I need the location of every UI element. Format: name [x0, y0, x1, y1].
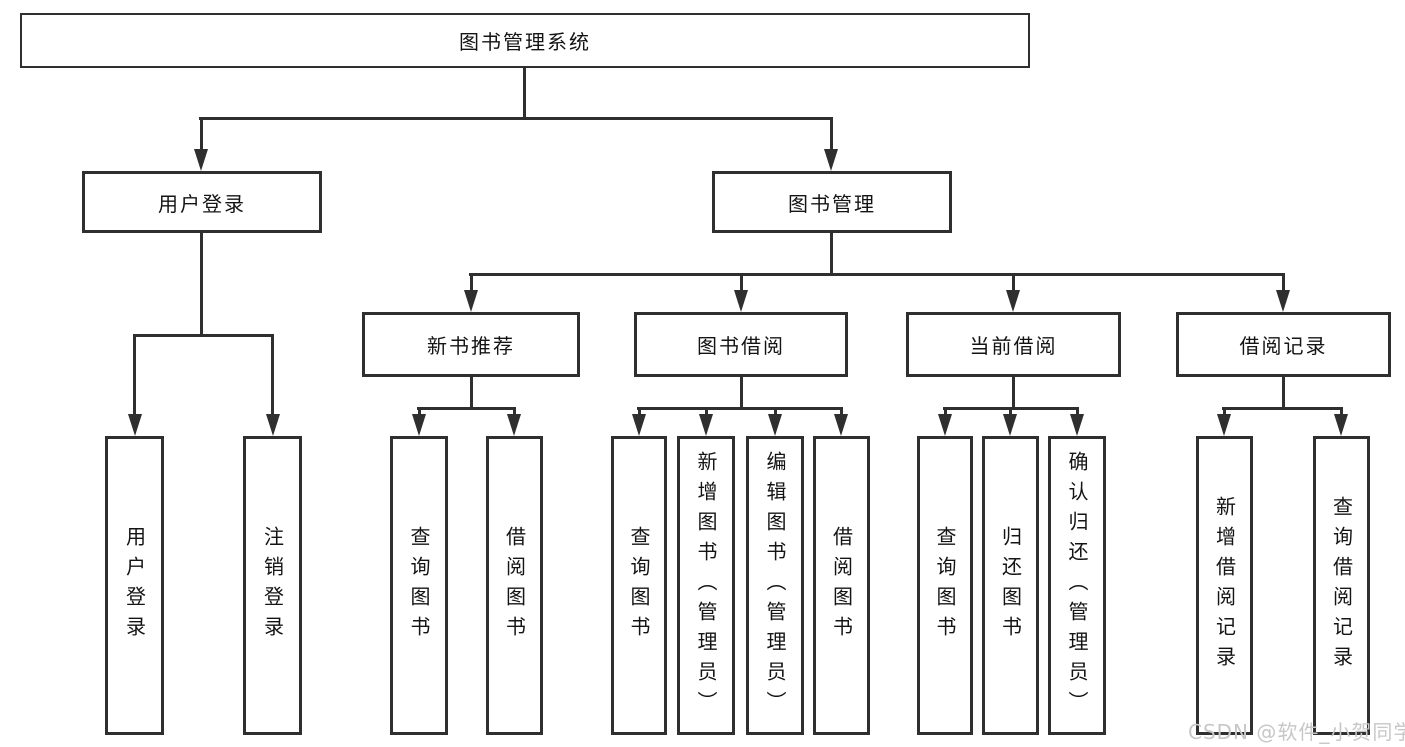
leaf-user-login: 用户登录 — [105, 436, 164, 735]
connector-leaf — [638, 407, 641, 418]
connector-leaf — [944, 407, 947, 418]
arrowhead-new-book — [464, 290, 478, 312]
connector-leaf — [840, 407, 843, 418]
node-current-borrow: 当前借阅 — [906, 312, 1121, 377]
connector-user-login-rail — [133, 334, 274, 337]
node-borrow-record: 借阅记录 — [1176, 312, 1391, 377]
node-book-borrow: 图书借阅 — [634, 312, 848, 377]
arrowhead-leaf — [1217, 414, 1231, 436]
arrowhead-leaf — [768, 414, 782, 436]
connector-book-borrow-rail — [637, 407, 842, 410]
leaf-add-borrow-record: 新增借阅记录 — [1196, 436, 1253, 735]
leaf-borrow-books: 借阅图书 — [813, 436, 870, 735]
connector-leaf — [1223, 407, 1226, 418]
arrowhead-borrow-record — [1276, 290, 1290, 312]
arrowhead-book-mgmt — [824, 149, 838, 171]
arrowhead-leaf — [1070, 414, 1084, 436]
arrowhead-current-borrow — [1006, 290, 1020, 312]
arrowhead-book-borrow — [734, 290, 748, 312]
leaf-confirm-return-admin: 确认归还（管理员） — [1048, 436, 1106, 735]
connector-to-book-borrow — [740, 273, 743, 294]
connector-to-new-book — [470, 273, 473, 294]
leaf-query-books-current: 查询图书 — [917, 436, 973, 735]
connector-leaf — [774, 407, 777, 418]
connector-book-borrow-stem — [740, 377, 743, 410]
connector-borrow-record-stem — [1282, 377, 1285, 410]
connector-leaf — [513, 407, 516, 418]
leaf-query-books-newrec: 查询图书 — [390, 436, 448, 735]
node-book-mgmt: 图书管理 — [712, 171, 952, 233]
node-root: 图书管理系统 — [20, 13, 1030, 68]
connector-user-login-stem — [200, 233, 203, 337]
connector-leaf — [1076, 407, 1079, 418]
leaf-return-book: 归还图书 — [982, 436, 1039, 735]
connector-to-current-borrow — [1012, 273, 1015, 294]
connector-current-borrow-stem — [1012, 377, 1015, 410]
leaf-edit-book-admin: 编辑图书（管理员） — [746, 436, 804, 735]
csdn-watermark: CSDN @软件_小贺同学 — [1188, 720, 1405, 744]
arrowhead-leaf — [507, 414, 521, 436]
connector-leaf — [705, 407, 708, 418]
connector-to-leaf-logout — [271, 334, 274, 418]
arrowhead-user-login — [194, 149, 208, 171]
node-new-book-rec: 新书推荐 — [362, 312, 580, 377]
connector-to-user-login — [200, 117, 203, 152]
connector-to-book-mgmt — [830, 117, 833, 152]
connector-borrow-record-rail — [1222, 407, 1343, 410]
leaf-query-books-borrow: 查询图书 — [611, 436, 667, 735]
connector-new-book-stem — [470, 377, 473, 410]
arrowhead-leaf — [632, 414, 646, 436]
arrowhead-leaf — [699, 414, 713, 436]
leaf-logout: 注销登录 — [243, 436, 302, 735]
arrowhead-leaf-logout — [266, 414, 280, 436]
leaf-query-borrow-record: 查询借阅记录 — [1313, 436, 1370, 735]
connector-to-borrow-record — [1282, 273, 1285, 294]
leaf-add-book-admin: 新增图书（管理员） — [677, 436, 735, 735]
connector-to-leaf-login — [133, 334, 136, 418]
connector-leaf — [418, 407, 421, 418]
arrowhead-leaf — [1334, 414, 1348, 436]
arrowhead-leaf — [412, 414, 426, 436]
connector-new-book-rail — [417, 407, 516, 410]
connector-level3-rail — [469, 273, 1285, 276]
node-user-login: 用户登录 — [82, 171, 322, 233]
connector-root-stem — [523, 68, 526, 120]
connector-book-mgmt-stem — [830, 233, 833, 276]
connector-leaf — [1009, 407, 1012, 418]
arrowhead-leaf — [938, 414, 952, 436]
arrowhead-leaf — [1003, 414, 1017, 436]
leaf-borrow-books-newrec: 借阅图书 — [486, 436, 543, 735]
arrowhead-leaf-login — [128, 414, 142, 436]
connector-level1-rail — [199, 117, 833, 120]
connector-leaf — [1340, 407, 1343, 418]
arrowhead-leaf — [834, 414, 848, 436]
